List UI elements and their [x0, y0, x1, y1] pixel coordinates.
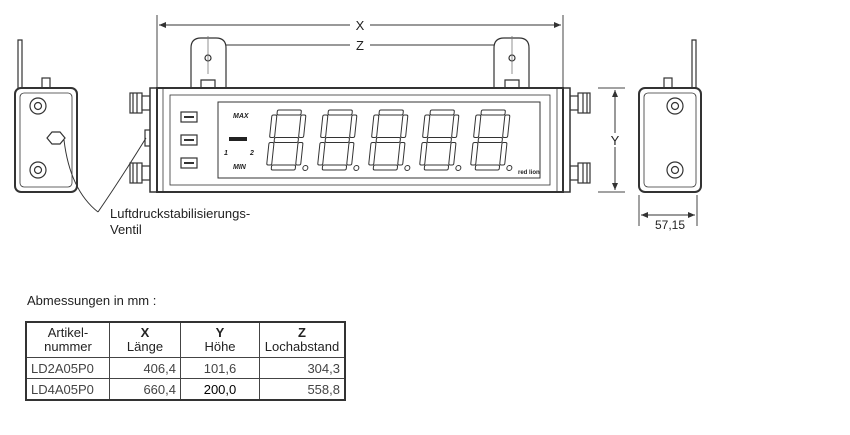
label-1: 1	[224, 150, 228, 157]
digit-3	[368, 109, 411, 171]
screw-bottom-right-icon	[666, 161, 684, 179]
cell-y: 101,6	[180, 357, 260, 379]
dimension-y: Y	[598, 87, 625, 193]
digit-1	[266, 109, 309, 171]
cell-x: 406,4	[109, 357, 181, 379]
mounting-bracket-right	[493, 36, 530, 88]
cable-gland-right-top	[569, 92, 591, 114]
cell-z: 558,8	[259, 378, 346, 401]
cable-gland-right-bottom	[569, 162, 591, 184]
side-view-left	[14, 39, 78, 193]
cable-gland-left-bottom	[129, 162, 151, 184]
dimensions-caption: Abmessungen in mm :	[27, 293, 157, 308]
callout-line-1: Luftdruckstabilisierungs-	[110, 206, 250, 221]
label-2: 2	[249, 150, 254, 157]
cell-x: 660,4	[109, 378, 181, 401]
label-y: Y	[611, 133, 620, 148]
header-article: Artikel-nummer	[25, 321, 110, 358]
dimension-drawing: X Z	[14, 15, 702, 237]
cell-z: 304,3	[259, 357, 346, 379]
seven-segment-digits	[266, 109, 513, 171]
cell-y: 200,0	[180, 378, 260, 401]
mounting-bracket-left	[190, 36, 227, 88]
callout-line-2: Ventil	[110, 222, 142, 237]
label-min: MIN	[233, 164, 247, 171]
digit-4	[419, 109, 462, 171]
cell-article: LD4A05P0	[25, 378, 110, 401]
front-view	[129, 87, 591, 193]
screw-bottom-left-icon	[29, 161, 47, 179]
label-max: MAX	[233, 113, 250, 120]
dimension-z: Z	[209, 38, 511, 53]
screw-top-left-icon	[29, 97, 47, 115]
side-view-right	[638, 39, 702, 193]
display-labels: MAX MIN 1 2 red lion	[224, 113, 540, 176]
cell-article: LD2A05P0	[25, 357, 110, 379]
table-row: LD4A05P0 660,4 200,0 558,8	[25, 378, 346, 401]
label-z: Z	[356, 38, 364, 53]
dimension-x: X	[156, 15, 564, 90]
label-x: X	[356, 18, 365, 33]
screw-top-right-icon	[666, 97, 684, 115]
brand-logo: red lion	[518, 170, 540, 176]
dimension-depth: 57,15	[638, 195, 698, 232]
digit-2	[317, 109, 360, 171]
table-row: LD2A05P0 406,4 101,6 304,3	[25, 357, 346, 379]
cable-gland-left-top	[129, 92, 151, 114]
digit-5	[470, 109, 513, 171]
label-depth: 57,15	[655, 218, 685, 232]
valve-callout: Luftdruckstabilisierungs- Ventil	[63, 137, 250, 237]
